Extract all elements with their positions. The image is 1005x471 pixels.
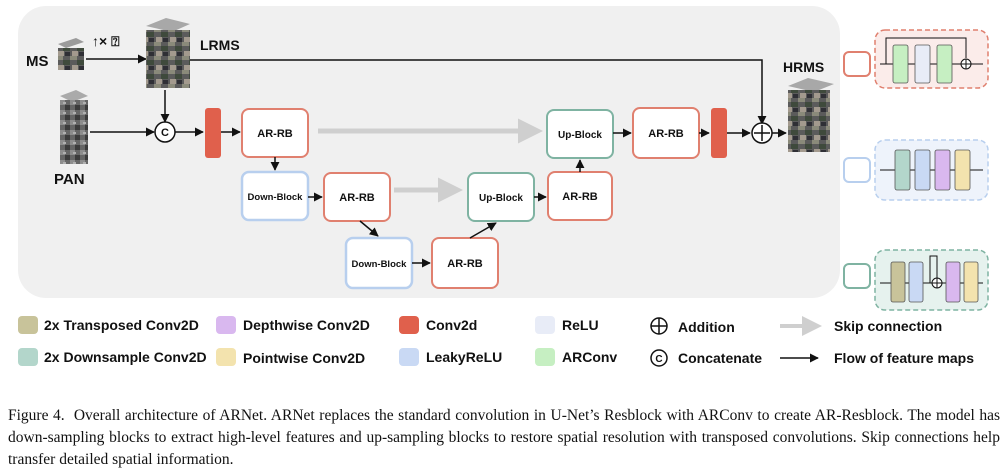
upsample-label: ↑× ⍰ [92,33,120,49]
legend-concatenate-icon [650,349,668,367]
legend-swatch-leaky-relu [399,348,419,366]
figure-caption: Figure 4. Overall architecture of ARNet.… [8,405,1000,471]
legend-swatch-arconv [535,348,555,366]
down-block-detail-panel [874,139,989,201]
down-block-1 [240,170,310,222]
legend-addition-icon [650,317,668,335]
ar-rb-legend-box [843,51,871,77]
hrms-image [788,78,834,152]
legend-label-pointwise-conv: Pointwise Conv2D [243,350,365,366]
arnet-architecture-diagram: MS ↑× ⍰ LRMS PAN C AR-RB Down-Block AR-R… [18,6,989,367]
legend-swatch-depthwise-conv [216,316,236,334]
legend-label-addition: Addition [678,319,735,335]
arrow-arrb2-to-down2 [359,220,379,237]
legend-swatch-relu [535,316,555,334]
ar-rb-block-2 [323,172,391,222]
legend-swatch-downsample-conv [18,348,38,366]
down-block-1-label: Down-Block [248,192,304,203]
lrms-image [146,18,190,88]
legend-swatch-conv2d [399,316,419,334]
pan-image [60,90,88,164]
ar-rb-block-3 [431,237,499,289]
ms-image [58,38,84,70]
figure-caption-text: Overall architecture of ARNet. ARNet rep… [8,407,1001,468]
down-block-2-label: Down-Block [352,259,408,270]
up-block-detail-panel [874,249,989,311]
ar-rb-block-1-label: AR-RB [257,128,292,140]
legend-label-downsample-conv: 2x Downsample Conv2D [44,349,207,365]
up-block-2 [546,109,614,159]
legend-label-depthwise-conv: Depthwise Conv2D [243,317,370,333]
legend-concatenate-icon-letter: C [655,354,662,365]
up-block-2-label: Up-Block [558,130,602,141]
conv2d-block-left [205,108,221,158]
legend-label-relu: ReLU [562,317,599,333]
ms-label: MS [26,53,49,70]
ar-rb-block-2-label: AR-RB [339,192,374,204]
up-block-1-label: Up-Block [479,193,523,204]
down-block-legend-box [843,157,871,183]
legend-label-arconv: ARConv [562,349,617,365]
arrow-lrms-to-addition [190,59,767,125]
ar-rb-block-4-label: AR-RB [562,191,597,203]
arrow-arrb3-to-up1 [469,222,497,239]
legend-label-transposed-conv: 2x Transposed Conv2D [44,317,199,333]
conv2d-block-right [711,108,727,158]
hrms-label: HRMS [783,59,824,75]
legend-swatch-pointwise-conv [216,348,236,366]
main-panel [18,6,840,298]
ar-rb-detail-panel [874,29,989,89]
ar-rb-block-5-label: AR-RB [648,128,683,140]
legend-label-conv2d: Conv2d [426,317,477,333]
ar-rb-block-3-label: AR-RB [447,258,482,270]
legend-label-leaky-relu: LeakyReLU [426,349,502,365]
figure-label: Figure 4. [8,407,65,424]
concatenate-symbol-letter: C [161,127,169,139]
legend-swatch-transposed-conv [18,316,38,334]
legend-label-skip-connection: Skip connection [834,318,942,334]
pan-label: PAN [54,171,85,188]
lrms-label: LRMS [200,37,240,53]
legend-label-concatenate: Concatenate [678,350,762,366]
up-block-legend-box [843,263,871,289]
legend-label-flow: Flow of feature maps [834,350,974,366]
